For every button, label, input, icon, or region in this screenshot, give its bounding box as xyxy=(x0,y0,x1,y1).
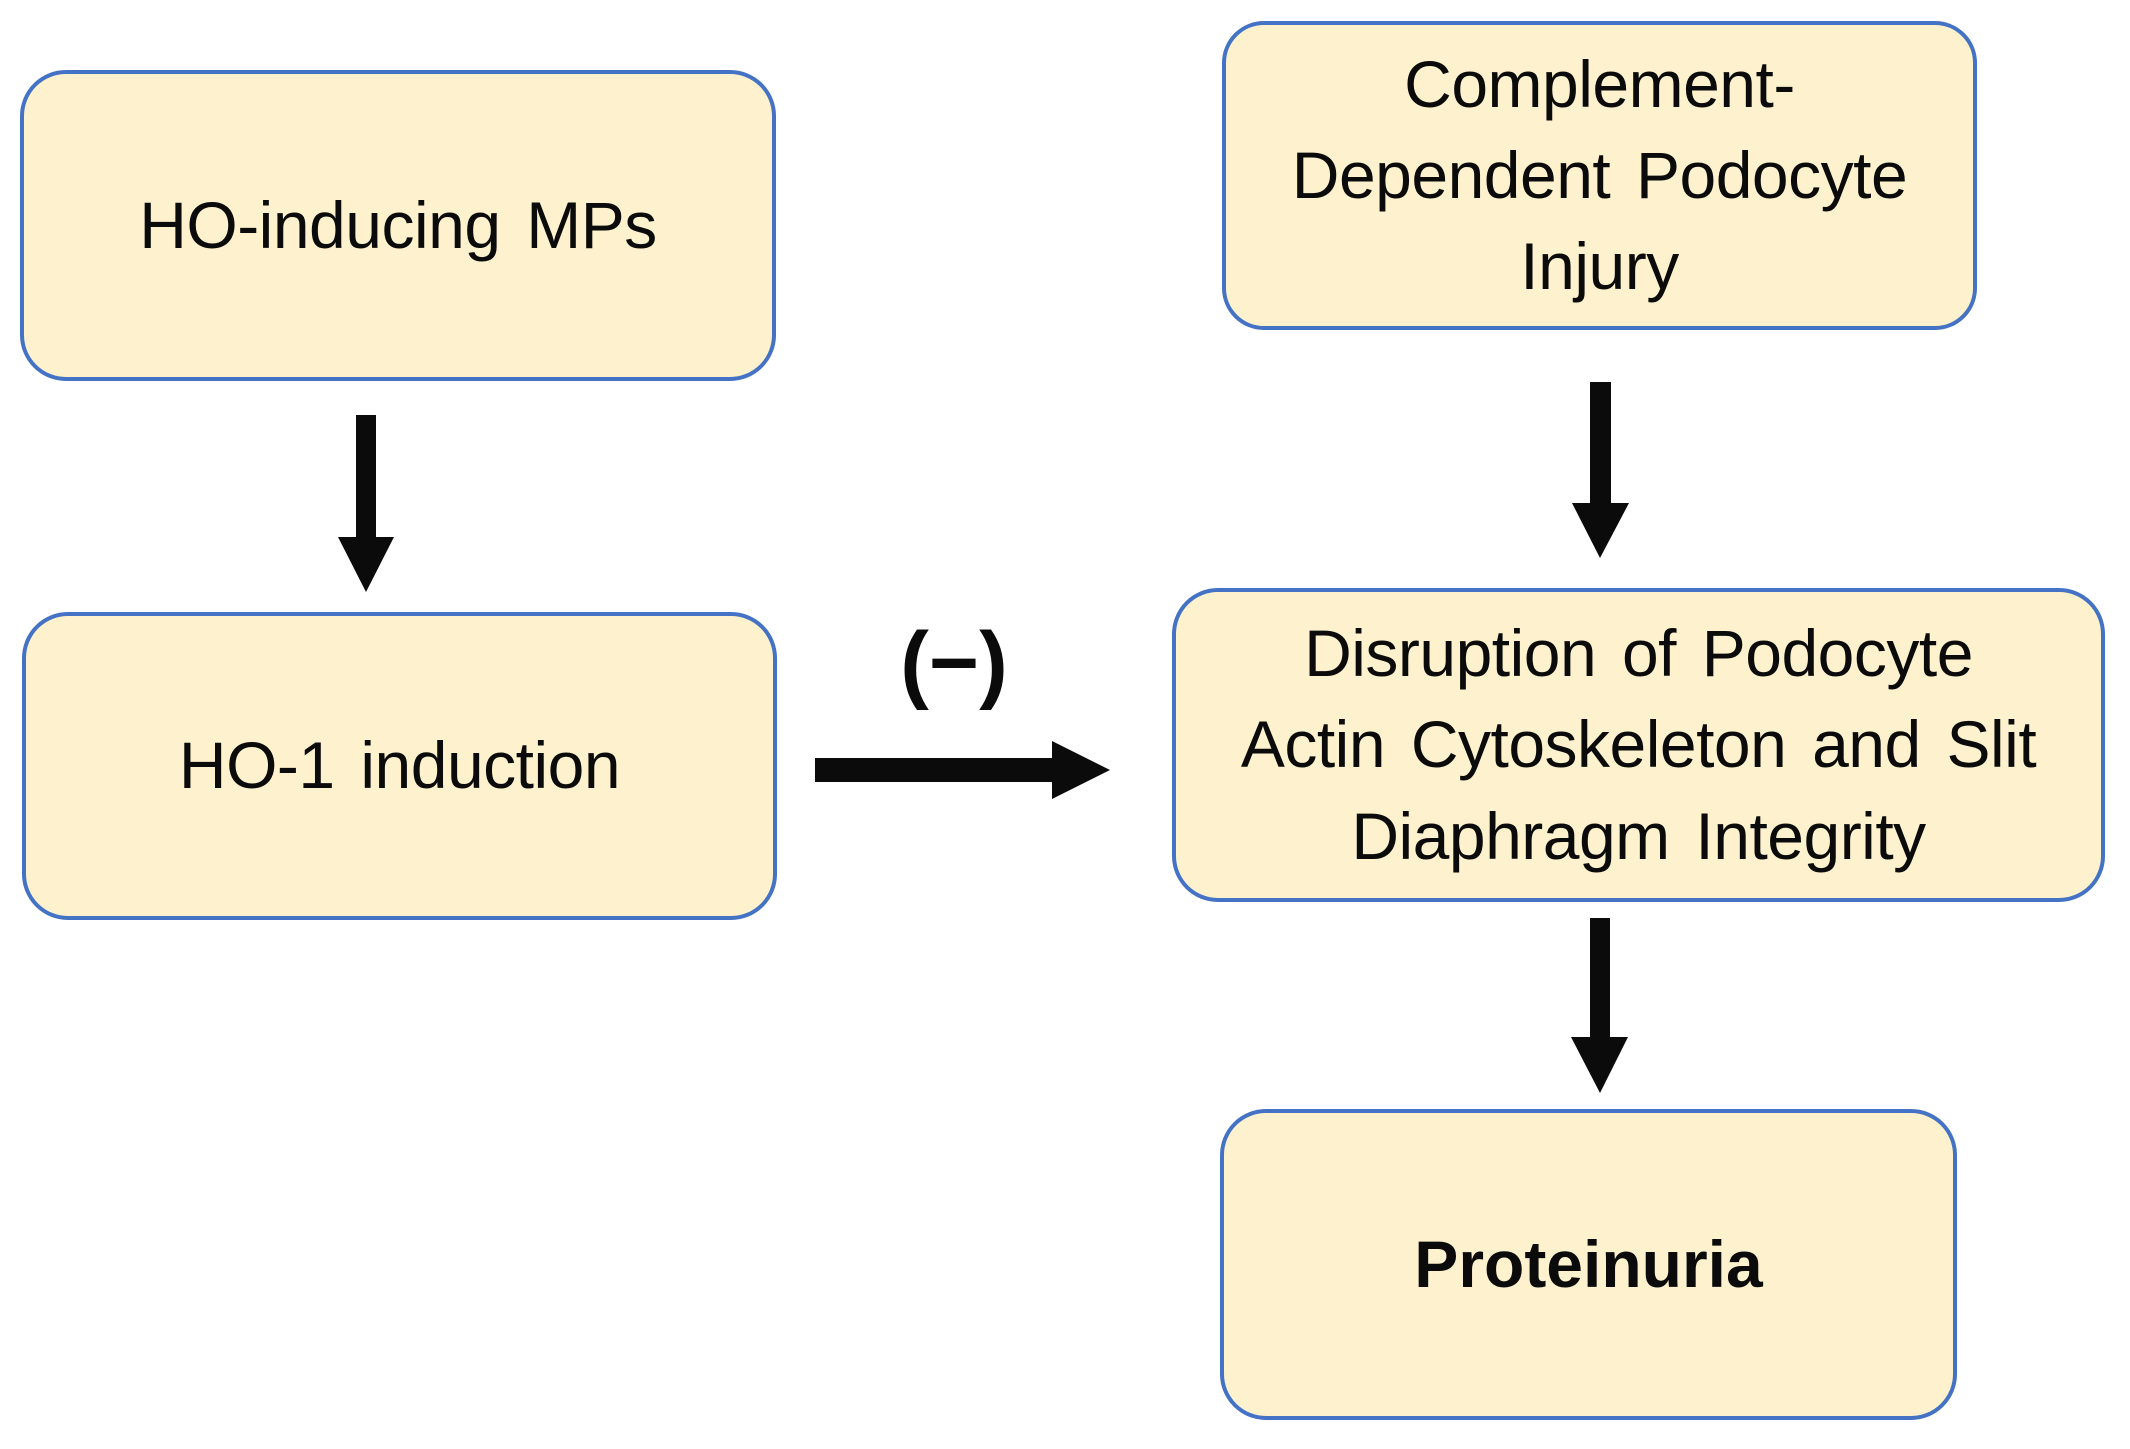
node-ho1-induction: HO-1 induction xyxy=(22,612,777,920)
node-label: HO-1 induction xyxy=(178,728,621,803)
node-label-line: Injury xyxy=(1520,229,1679,304)
inhibition-arrow-ho1-to-disruption xyxy=(815,741,1110,799)
arrow-disruption-to-proteinuria xyxy=(1571,918,1628,1093)
node-disruption-of-podocyte-cytoskeleton: Disruption of Podocyte Actin Cytoskeleto… xyxy=(1172,588,2105,902)
node-label-line: Dependent Podocyte xyxy=(1291,137,1908,212)
node-label-line: Actin Cytoskeleton and Slit xyxy=(1240,707,2037,782)
node-label: Proteinuria xyxy=(1414,1226,1763,1301)
node-proteinuria: Proteinuria xyxy=(1220,1109,1957,1420)
arrow-ho-mps-to-ho1-induction xyxy=(338,415,394,592)
node-label: HO-inducing MPs xyxy=(139,187,657,262)
node-complement-dependent-podocyte-injury: Complement- Dependent Podocyte Injury xyxy=(1222,21,1977,330)
inhibition-minus-label: (−) xyxy=(900,615,1008,711)
node-label-line: Complement- xyxy=(1404,46,1795,121)
node-label-line: Disruption of Podocyte xyxy=(1304,616,1973,691)
arrow-complement-to-disruption xyxy=(1572,382,1629,558)
node-label-line: Diaphragm Integrity xyxy=(1351,798,1926,873)
node-ho-inducing-mps: HO-inducing MPs xyxy=(20,70,776,381)
